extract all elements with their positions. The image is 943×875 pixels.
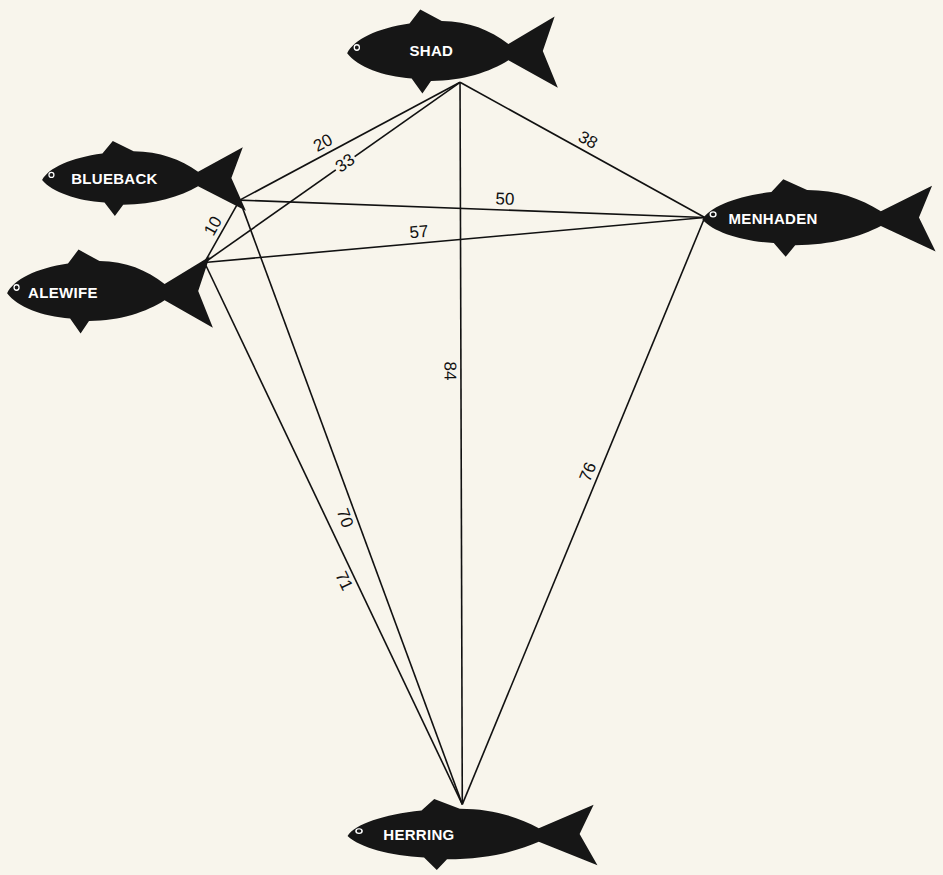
distance-number: 38 [574, 127, 602, 153]
fish-eye [356, 829, 362, 834]
fish-node: ALEWIFE [5, 245, 215, 337]
fish-node: MENHADEN [700, 175, 938, 260]
fish-name: ALEWIFE [28, 285, 98, 302]
fish-eye [710, 212, 716, 217]
relationship-line [462, 218, 704, 805]
relationship-line [205, 262, 463, 804]
fish-body [347, 10, 558, 94]
relationship-line [205, 218, 705, 263]
distance-number: 57 [406, 223, 430, 242]
fish-eye [354, 45, 359, 51]
relationship-line [460, 82, 705, 217]
distance-number: 33 [331, 150, 360, 177]
distance-number: 84 [441, 360, 458, 383]
fish-name: MENHADEN [729, 211, 818, 228]
fish-node: BLUEBACK [40, 137, 248, 219]
fish-body [42, 141, 246, 216]
relationship-line [240, 200, 463, 804]
fish-name: HERRING [383, 827, 454, 844]
fish-eye [49, 172, 54, 177]
fish-body [702, 179, 935, 257]
distance-number: 71 [331, 567, 356, 595]
distance-number: 20 [309, 130, 337, 156]
relationship-line [240, 82, 460, 200]
distance-number: 50 [493, 190, 517, 208]
relationship-line [240, 200, 705, 217]
distance-number: 10 [199, 212, 225, 240]
fish-body [348, 799, 598, 870]
fish-name: BLUEBACK [71, 171, 158, 188]
relationship-line [460, 82, 462, 804]
fish-name: SHAD [410, 43, 454, 60]
fish-eye [14, 285, 19, 291]
fish-body [7, 250, 213, 334]
relationship-line [205, 82, 461, 262]
fish-node: HERRING [345, 795, 600, 873]
fish-node: SHAD [345, 5, 560, 97]
